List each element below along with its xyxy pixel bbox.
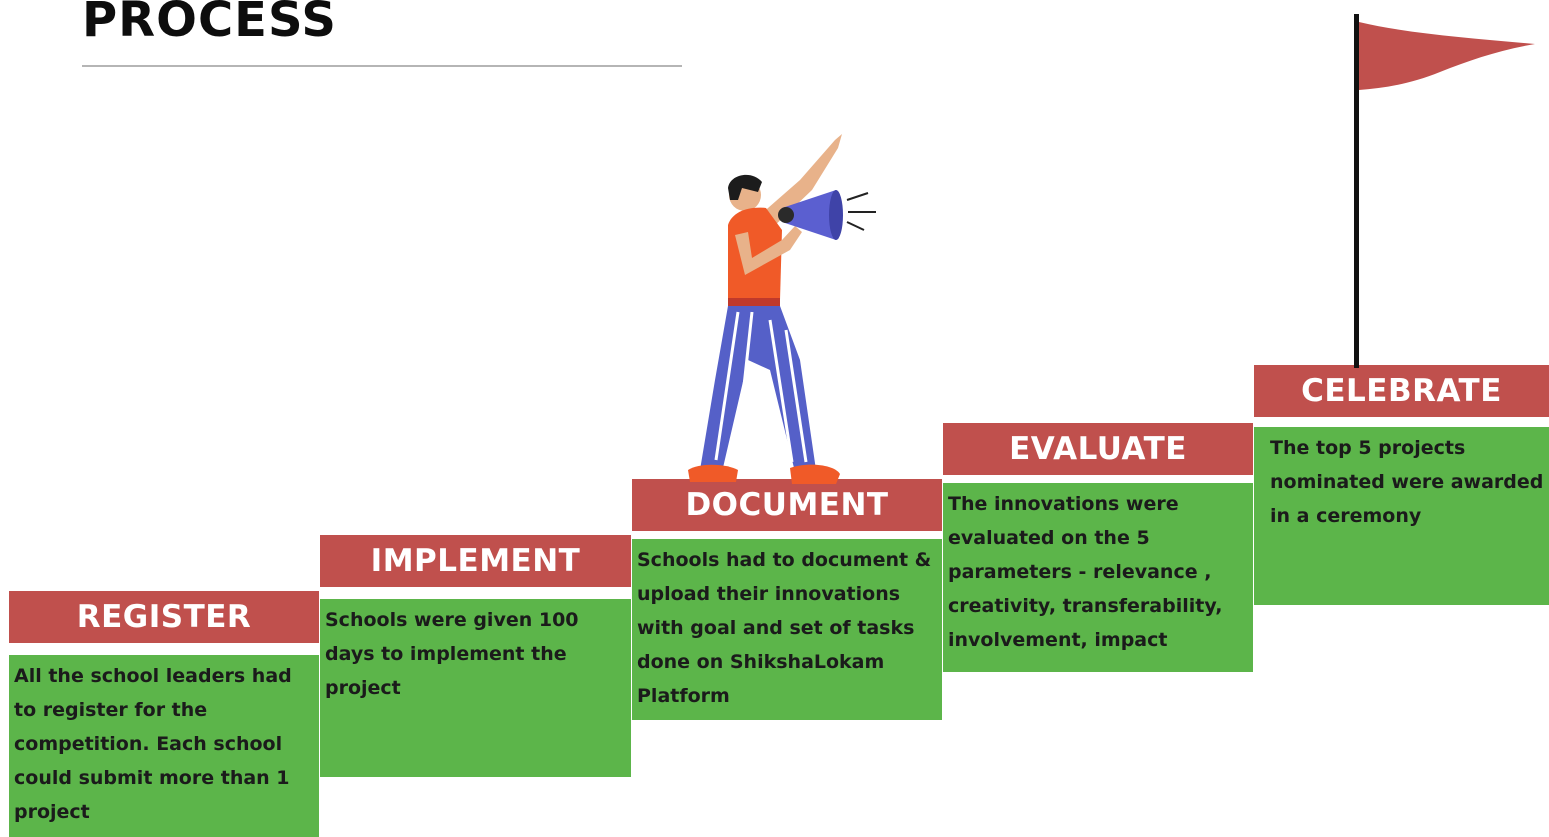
step-document: DOCUMENT Schools had to document & uploa… xyxy=(632,479,942,720)
step-register: REGISTER All the school leaders had to r… xyxy=(9,591,319,837)
flag-icon xyxy=(1354,14,1535,368)
page-title: PROCESS xyxy=(82,0,337,48)
step-celebrate-description: The top 5 projects nominated were awarde… xyxy=(1254,427,1549,605)
step-implement: IMPLEMENT Schools were given 100 days to… xyxy=(320,535,631,777)
title-divider xyxy=(82,65,682,67)
step-register-header: REGISTER xyxy=(9,591,319,643)
step-document-description: Schools had to document & upload their i… xyxy=(632,539,942,720)
step-evaluate-description: The innovations were evaluated on the 5 … xyxy=(943,483,1253,672)
step-register-description: All the school leaders had to register f… xyxy=(9,655,319,837)
step-celebrate-header: CELEBRATE xyxy=(1254,365,1549,417)
person-with-megaphone-illustration xyxy=(688,134,876,484)
step-implement-header: IMPLEMENT xyxy=(320,535,631,587)
step-document-header: DOCUMENT xyxy=(632,479,942,531)
step-evaluate-header: EVALUATE xyxy=(943,423,1253,475)
step-celebrate: CELEBRATE The top 5 projects nominated w… xyxy=(1254,365,1549,605)
step-implement-description: Schools were given 100 days to implement… xyxy=(320,599,631,777)
step-evaluate: EVALUATE The innovations were evaluated … xyxy=(943,423,1253,672)
